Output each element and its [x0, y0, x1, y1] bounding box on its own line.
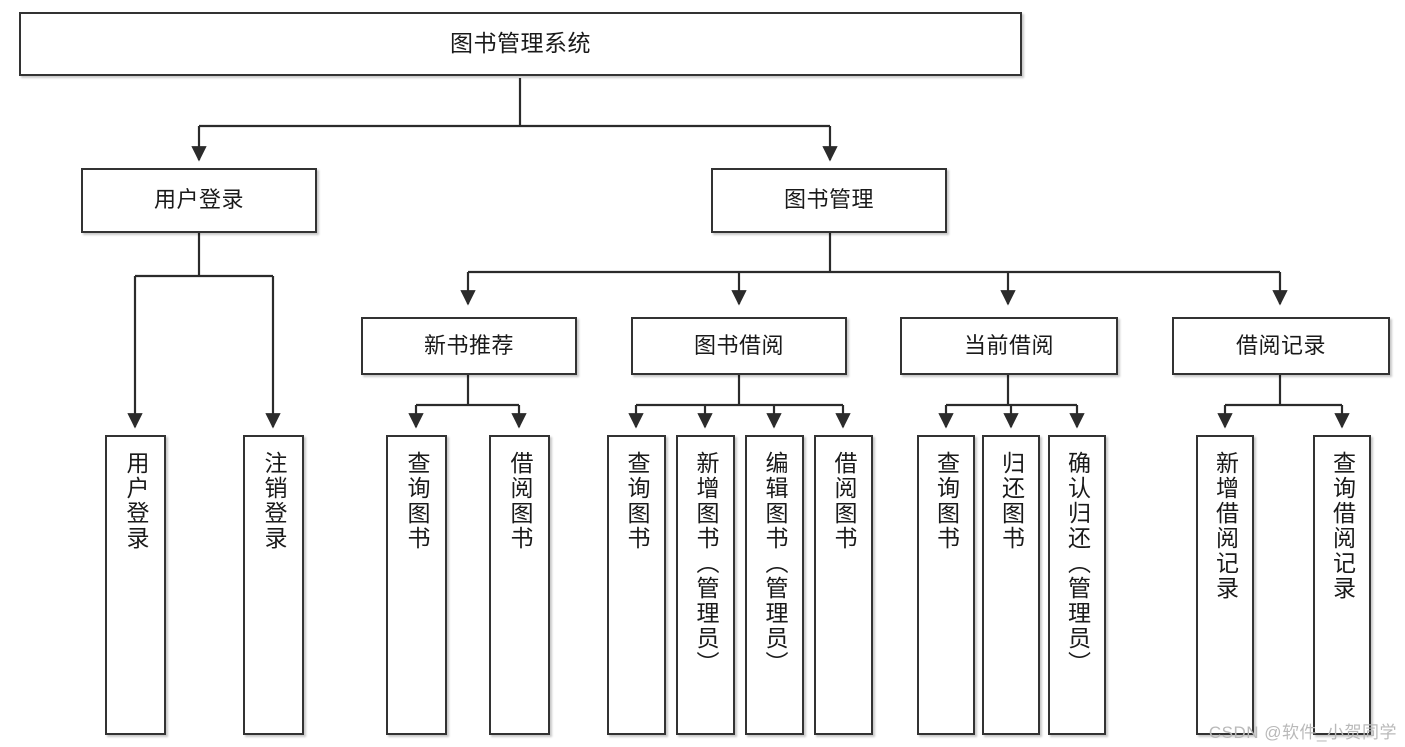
leaf-user-login-label: 用户登录 [123, 451, 149, 551]
node-book-borrow[interactable]: 图书借阅 [631, 317, 847, 375]
leaf-user-login[interactable]: 用户登录 [105, 435, 166, 735]
leaf-borrow-book-recommend[interactable]: 借阅图书 [489, 435, 550, 735]
leaf-add-borrow-record-label: 新增借阅记录 [1212, 451, 1239, 601]
node-borrow-record[interactable]: 借阅记录 [1172, 317, 1390, 375]
node-root[interactable]: 图书管理系统 [19, 12, 1022, 76]
leaf-query-book-borrow[interactable]: 查询图书 [607, 435, 666, 735]
leaf-borrow-book-recommend-label: 借阅图书 [507, 451, 533, 551]
leaf-query-borrow-record-label: 查询借阅记录 [1329, 451, 1356, 601]
node-book-manage[interactable]: 图书管理 [711, 168, 947, 233]
leaf-query-book-recommend[interactable]: 查询图书 [386, 435, 447, 735]
node-new-book-recommend[interactable]: 新书推荐 [361, 317, 577, 375]
leaf-add-borrow-record[interactable]: 新增借阅记录 [1196, 435, 1254, 735]
leaf-query-book-current-label: 查询图书 [933, 451, 960, 551]
node-current-borrow-label: 当前借阅 [963, 332, 1054, 358]
leaf-query-borrow-record[interactable]: 查询借阅记录 [1313, 435, 1371, 735]
node-book-borrow-label: 图书借阅 [693, 332, 784, 358]
leaf-user-logout-label: 注销登录 [261, 451, 287, 551]
node-borrow-record-label: 借阅记录 [1235, 332, 1326, 358]
node-new-book-recommend-label: 新书推荐 [423, 332, 514, 358]
leaf-add-book[interactable]: 新增图书（管理员） [676, 435, 735, 735]
leaf-confirm-return[interactable]: 确认归还（管理员） [1048, 435, 1106, 735]
leaf-borrow-book[interactable]: 借阅图书 [814, 435, 873, 735]
leaf-edit-book-label: 编辑图书（管理员） [762, 451, 788, 676]
leaf-user-logout[interactable]: 注销登录 [243, 435, 304, 735]
node-book-manage-label: 图书管理 [783, 187, 874, 213]
leaf-return-book[interactable]: 归还图书 [982, 435, 1040, 735]
leaf-add-book-label: 新增图书（管理员） [693, 451, 719, 676]
leaf-query-book-current[interactable]: 查询图书 [917, 435, 975, 735]
leaf-confirm-return-label: 确认归还（管理员） [1064, 451, 1091, 676]
leaf-query-book-recommend-label: 查询图书 [404, 451, 430, 551]
node-root-label: 图书管理系统 [450, 30, 591, 57]
leaf-query-book-borrow-label: 查询图书 [624, 451, 650, 551]
leaf-borrow-book-label: 借阅图书 [831, 451, 857, 551]
node-user-login[interactable]: 用户登录 [81, 168, 317, 233]
node-current-borrow[interactable]: 当前借阅 [900, 317, 1118, 375]
node-user-login-label: 用户登录 [153, 187, 244, 213]
leaf-return-book-label: 归还图书 [998, 451, 1025, 551]
leaf-edit-book[interactable]: 编辑图书（管理员） [745, 435, 804, 735]
